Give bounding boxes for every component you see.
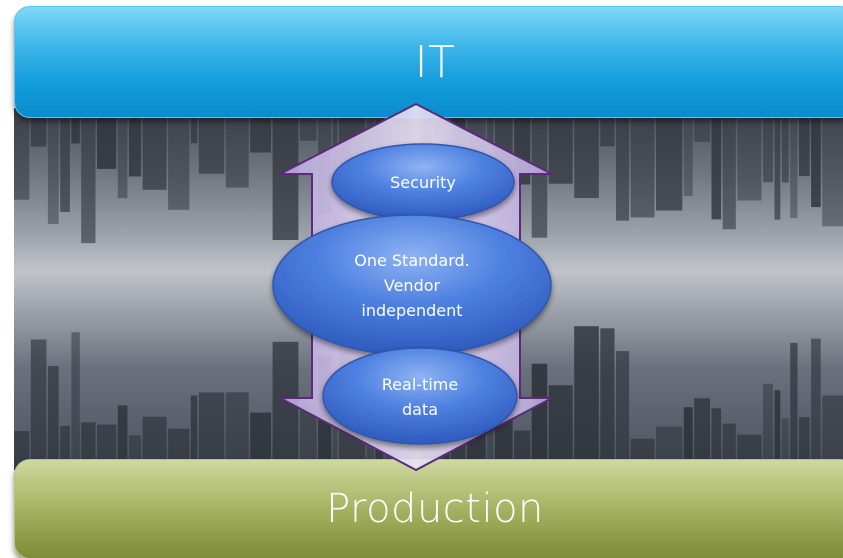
- bottom-building: [81, 422, 96, 470]
- bottom-building: [763, 383, 773, 470]
- top-building: [168, 108, 190, 210]
- bottom-building: [487, 422, 494, 470]
- top-building: [198, 108, 225, 174]
- top-building: [97, 108, 117, 169]
- top-building: [332, 108, 338, 178]
- top-building: [60, 108, 70, 212]
- top-building: [811, 108, 821, 208]
- bottom-building: [799, 417, 810, 470]
- top-building: [225, 108, 249, 188]
- bottom-building: [299, 406, 317, 470]
- bottom-building: [190, 395, 198, 470]
- bottom-building: [781, 418, 789, 470]
- top-building: [711, 108, 722, 220]
- top-building: [781, 108, 789, 183]
- bottom-building: [774, 390, 781, 470]
- real-time-data-oval: [322, 347, 518, 445]
- bottom-building: [250, 412, 271, 470]
- bottom-building: [683, 407, 693, 470]
- top-building: [737, 108, 762, 201]
- top-building: [250, 108, 271, 153]
- bottom-building: [97, 424, 117, 470]
- production-banner-label: Production: [326, 486, 544, 532]
- top-building: [574, 108, 599, 198]
- bottom-building: [71, 332, 80, 470]
- top-building: [683, 108, 693, 196]
- bottom-building: [548, 385, 573, 470]
- top-building: [47, 108, 59, 224]
- top-building: [774, 108, 781, 220]
- top-building: [722, 108, 736, 230]
- bottom-building: [30, 339, 47, 470]
- bottom-building: [47, 366, 59, 470]
- bottom-building: [600, 328, 615, 470]
- top-building: [117, 108, 128, 199]
- top-building: [822, 108, 843, 227]
- bottom-building: [117, 405, 128, 470]
- top-building: [142, 108, 167, 190]
- top-building: [799, 108, 810, 176]
- top-building: [71, 108, 80, 144]
- bottom-building: [225, 392, 249, 470]
- production-banner: Production: [14, 459, 843, 558]
- one-standard-oval-label: One Standard. Vendor independent: [354, 250, 470, 320]
- bottom-building: [711, 408, 722, 470]
- top-building: [630, 108, 655, 218]
- top-building: [790, 108, 798, 219]
- it-banner: IT: [14, 6, 843, 118]
- bottom-building: [811, 338, 821, 470]
- security-oval-label: Security: [390, 172, 456, 192]
- bottom-building: [694, 398, 710, 470]
- bottom-building: [616, 351, 630, 470]
- top-building: [548, 108, 573, 184]
- bottom-building: [60, 426, 70, 470]
- real-time-data-oval-label: Real-time data: [381, 375, 459, 419]
- bottom-building: [722, 423, 736, 470]
- top-building: [128, 108, 142, 177]
- bottom-building: [822, 395, 843, 470]
- top-building: [763, 108, 773, 183]
- top-building: [81, 108, 96, 244]
- it-banner-label: IT: [414, 36, 456, 88]
- top-building: [656, 108, 683, 211]
- top-building: [14, 108, 30, 200]
- top-building: [190, 108, 198, 144]
- bottom-building: [198, 392, 225, 470]
- top-building: [616, 108, 630, 221]
- top-building: [487, 108, 494, 146]
- bottom-building: [790, 342, 798, 470]
- bottom-building: [574, 326, 599, 470]
- bottom-building: [531, 363, 548, 470]
